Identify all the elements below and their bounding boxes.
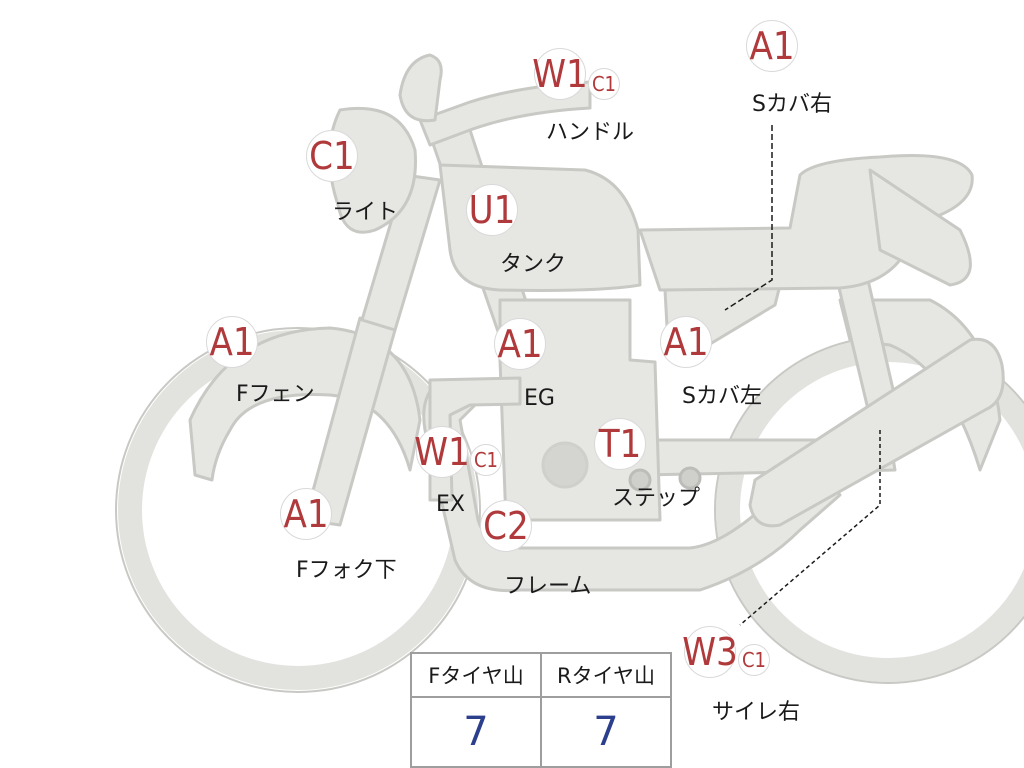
- rear-tire-header: Rタイヤ山: [540, 652, 672, 698]
- footpeg-left: [628, 468, 652, 492]
- f-fender-code-badge: A1: [206, 316, 258, 368]
- s-cover-right-code-badge: A1: [746, 20, 798, 72]
- exhaust-code-badge: W1: [414, 426, 470, 478]
- silencer-right-code-badge: W3: [682, 626, 738, 678]
- step-code-badge: T1: [594, 418, 646, 470]
- exhaust-sub-code-badge: C1: [470, 444, 502, 476]
- s-cover-left-label: Sカバ左: [682, 384, 762, 409]
- silencer-right-sub-code-badge: C1: [738, 644, 770, 676]
- front-tire-value: 7: [410, 696, 542, 768]
- front-tire-header: Fタイヤ山: [410, 652, 542, 698]
- leader-line-s-cover-right: [724, 125, 773, 311]
- tire-tread-value-row: 7 7: [410, 696, 672, 768]
- s-cover-left-code-badge: A1: [660, 316, 712, 368]
- silencer-right-label: サイレ右: [712, 700, 801, 725]
- engine-code-badge: A1: [494, 318, 546, 370]
- tail-cowl: [868, 168, 972, 287]
- s-cover-right-label: Sカバ右: [752, 92, 832, 117]
- handle-code-badge: W1: [532, 48, 588, 100]
- front-wheel-rim: [115, 327, 481, 693]
- exhaust-label: EX: [436, 492, 465, 517]
- footpeg-right: [678, 466, 702, 490]
- exhaust-pipe: [428, 376, 522, 502]
- rear-tire-value: 7: [540, 696, 672, 768]
- tank-code-badge: U1: [466, 184, 518, 236]
- rear-wheel: [716, 338, 1024, 682]
- fork-upper: [360, 173, 442, 332]
- step-label: ステップ: [612, 486, 701, 511]
- tire-tread-table: Fタイヤ山 Rタイヤ山 7 7: [410, 652, 672, 768]
- tank-label: タンク: [500, 252, 567, 277]
- light-code-badge: C1: [306, 130, 358, 182]
- f-fork-lower-label: Fフォク下: [296, 558, 397, 583]
- engine-cover: [541, 441, 589, 489]
- leader-line-silencer-right: [739, 430, 881, 626]
- handlebar: [418, 80, 592, 147]
- light-label: ライト: [332, 200, 399, 225]
- mirror: [398, 53, 443, 123]
- tire-tread-header-row: Fタイヤ山 Rタイヤ山: [410, 652, 672, 698]
- f-fork-lower-code-badge: A1: [280, 488, 332, 540]
- handle-label: ハンドル: [546, 120, 635, 145]
- f-fender-label: Fフェン: [236, 382, 315, 407]
- muffler: [748, 337, 1005, 528]
- handle-sub-code-badge: C1: [588, 68, 620, 100]
- engine-label: EG: [524, 386, 555, 411]
- frame-code-badge: C2: [480, 500, 532, 552]
- frame-label: フレーム: [504, 574, 592, 599]
